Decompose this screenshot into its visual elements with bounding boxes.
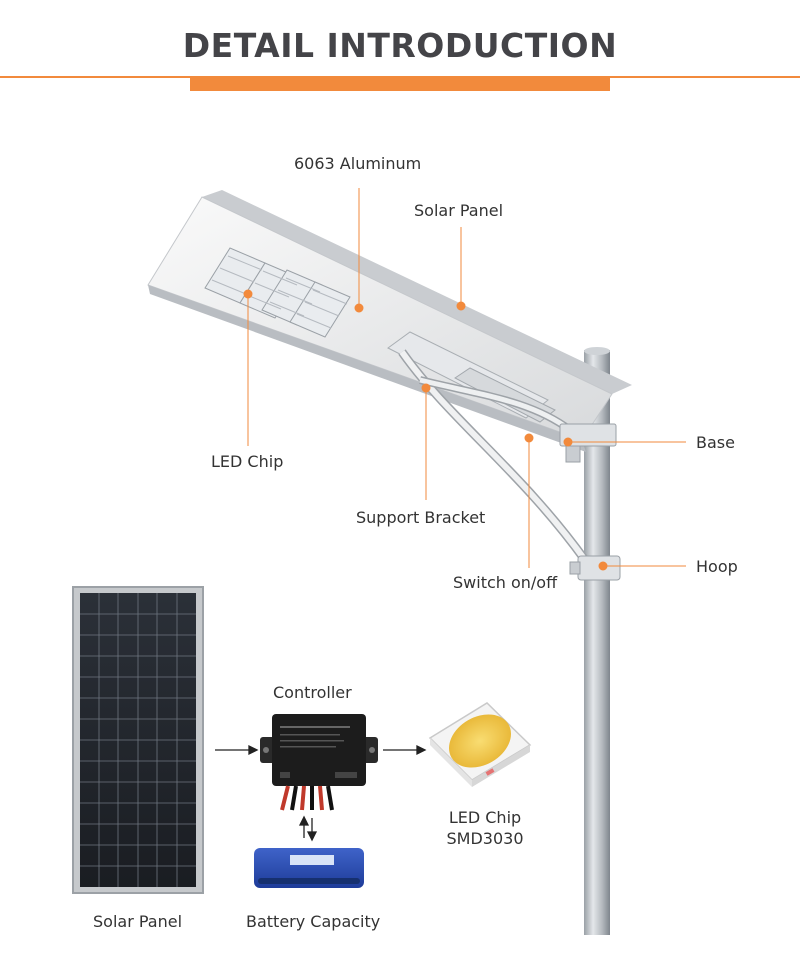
label-solar-panel: Solar Panel xyxy=(414,203,503,219)
label-controller: Controller xyxy=(273,685,352,701)
label-led-chip-line2: SMD3030 xyxy=(430,831,540,847)
label-aluminum: 6063 Aluminum xyxy=(294,156,421,172)
label-battery: Battery Capacity xyxy=(246,914,380,930)
battery-pack xyxy=(254,848,364,888)
label-support-bracket: Support Bracket xyxy=(356,510,485,526)
label-hoop: Hoop xyxy=(696,559,738,575)
label-led-chip-line1: LED Chip xyxy=(430,810,540,826)
controller-device xyxy=(260,714,378,810)
label-switch: Switch on/off xyxy=(453,575,557,591)
label-led-chip: LED Chip xyxy=(211,454,283,470)
solar-panel-module xyxy=(73,587,203,893)
label-solar-panel-module: Solar Panel xyxy=(93,914,182,930)
label-led-chip-smd: LED Chip SMD3030 xyxy=(430,810,540,847)
led-chip-smd xyxy=(430,703,530,787)
lamp-head xyxy=(148,190,632,452)
label-base: Base xyxy=(696,435,735,451)
